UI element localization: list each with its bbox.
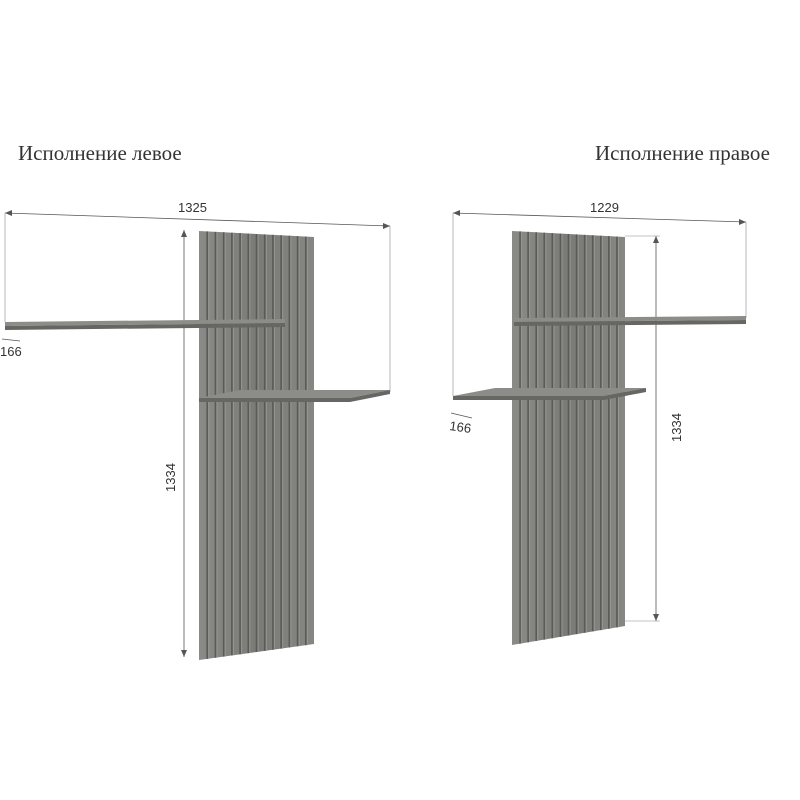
right-depth-label: 166 bbox=[449, 418, 473, 436]
right-width-label: 1229 bbox=[590, 200, 619, 215]
left-depth-dimension: 166 bbox=[0, 338, 22, 359]
right-upper-shelf bbox=[514, 316, 746, 326]
left-depth-label: 166 bbox=[0, 344, 22, 359]
left-upper-shelf bbox=[5, 319, 285, 330]
right-lower-shelf bbox=[453, 388, 646, 400]
left-slats bbox=[206, 231, 308, 659]
left-width-dimension: 1325 bbox=[4, 200, 391, 392]
left-variant: Исполнение левое 1325 1334 bbox=[0, 141, 391, 660]
right-title: Исполнение правое bbox=[595, 141, 770, 165]
right-slats bbox=[519, 231, 619, 644]
left-height-label: 1334 bbox=[163, 463, 178, 492]
left-width-label: 1325 bbox=[178, 200, 207, 215]
left-slat-panel bbox=[199, 231, 314, 660]
right-width-dimension: 1229 bbox=[452, 200, 747, 396]
right-variant: Исполнение правое 1229 1334 bbox=[449, 141, 770, 645]
left-height-dimension: 1334 bbox=[163, 230, 187, 657]
right-slat-panel bbox=[512, 231, 625, 645]
right-height-label: 1334 bbox=[669, 413, 684, 442]
left-lower-shelf bbox=[199, 390, 390, 402]
right-height-dimension: 1334 bbox=[625, 235, 684, 622]
right-depth-dimension: 166 bbox=[449, 412, 473, 436]
left-title: Исполнение левое bbox=[18, 141, 182, 165]
